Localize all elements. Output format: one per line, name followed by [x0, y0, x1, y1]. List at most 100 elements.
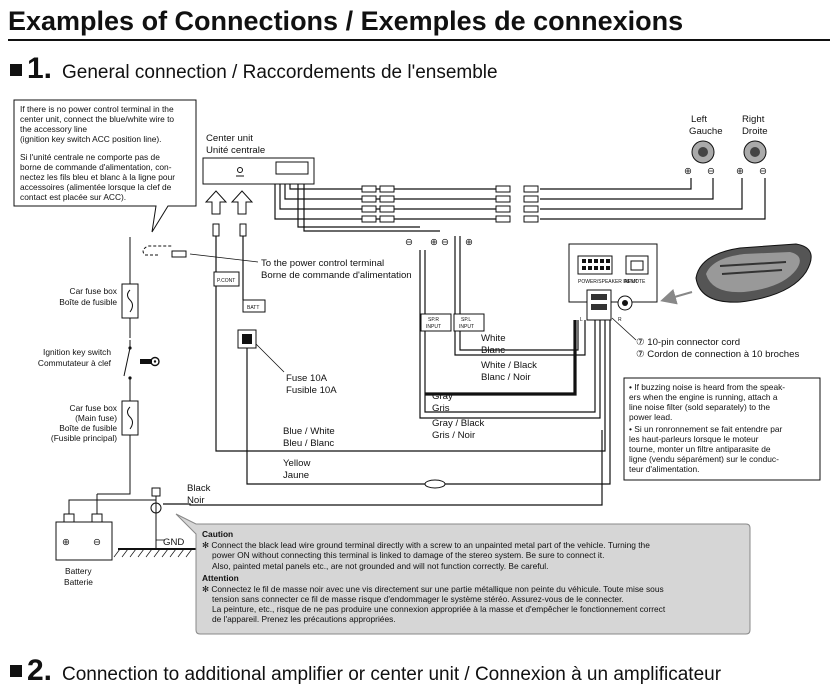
minus-terminal: ⊖	[759, 166, 767, 177]
buzz-note-line: tourne, monter un filtre antiparasite de	[629, 444, 771, 454]
amp-channel-label: R	[618, 317, 622, 323]
note-line: nectez les fils bleu et blanc à la ligne…	[20, 172, 175, 182]
battery-plus: ⊕	[62, 537, 70, 548]
gray-label: Gray	[432, 391, 453, 402]
speaker-wire	[540, 178, 714, 200]
right-speaker-label: Right	[742, 114, 765, 125]
note-line: accessoires (alimentée lorsque la clef d…	[20, 182, 172, 192]
yellow-label: Jaune	[283, 470, 309, 481]
pcont-tag-label: P.CONT	[217, 278, 235, 284]
buzz-note-line: • If buzzing noise is heard from the spe…	[629, 382, 785, 392]
ground-screw-icon	[150, 487, 162, 548]
amp-remote-label: REMOTE	[624, 279, 646, 285]
buzz-note-line: teur d'alimentation.	[629, 464, 700, 474]
fuse-box-label: Boîte de fusible	[59, 297, 117, 307]
note-line: If there is no power control terminal in…	[20, 104, 174, 114]
arrow-up-icon	[204, 190, 228, 215]
black-wire	[163, 430, 603, 506]
fuse-leader	[255, 343, 285, 373]
battery-icon	[55, 465, 156, 561]
key-icon	[140, 356, 160, 367]
pcont-plug	[212, 223, 220, 237]
gray-black-wire	[419, 250, 601, 419]
right-speaker-label: Droite	[742, 126, 768, 137]
buzz-note-line: ligne (vendu séparément) sur le conduc-	[629, 454, 779, 464]
spl-input-label: SP.L	[461, 317, 471, 323]
fuse-box-label: Car fuse box	[70, 286, 118, 296]
fuse-holder	[237, 329, 257, 349]
left-speaker-icon	[691, 140, 715, 164]
chassis-ground	[113, 548, 196, 558]
ignition-switch	[122, 338, 138, 386]
head-wire	[289, 184, 380, 190]
gray-black-label: Gris / Noir	[432, 430, 476, 441]
white-black-label: Blanc / Noir	[481, 372, 531, 383]
section1-number: 1.	[27, 52, 52, 85]
amplifier-unit-icon	[695, 243, 812, 303]
white-label: Blanc	[481, 345, 505, 356]
section2-number: 2.	[27, 654, 52, 687]
ten-pin-connector	[586, 289, 612, 321]
minus-terminal: ⊖	[441, 237, 449, 248]
buzz-note-line: ers when the engine is running, attach a	[629, 392, 778, 402]
note-line: (ignition key switch ACC position line).	[20, 134, 162, 144]
note-line: the accessory line	[20, 124, 87, 134]
note-line: contact est placée sur ACC).	[20, 192, 126, 202]
gray-black-label: Gray / Black	[432, 418, 484, 429]
batt-plug	[239, 223, 247, 237]
gnd-label: GND	[163, 537, 184, 548]
connector-leader	[611, 317, 637, 341]
pcont-tag	[213, 271, 240, 287]
ignition-label: Ignition key switch	[43, 347, 111, 357]
wire-connectors	[361, 185, 539, 223]
right-speaker-icon	[743, 140, 767, 164]
white-black-wire	[459, 236, 579, 351]
head-wire	[303, 184, 440, 232]
attention-line: tension sans connecter ce fil de masse r…	[212, 594, 624, 604]
car-fuse-box	[121, 283, 139, 319]
amp-channel-label: L	[580, 317, 583, 323]
section2-heading: Connection to additional amplifier or ce…	[62, 664, 722, 685]
spl-input-label: INPUT	[459, 324, 474, 330]
white-black-label: White / Black	[481, 360, 537, 371]
buzz-note-line: • Si un ronronnement se fait entendre pa…	[629, 424, 783, 434]
spr-input-tag	[420, 313, 452, 332]
speaker-wire	[540, 178, 692, 190]
battery-label: Batterie	[64, 577, 93, 587]
spl-input-tag	[453, 313, 485, 332]
main-fuse-label: (Fusible principal)	[51, 433, 117, 443]
battery-label: Battery	[65, 566, 92, 576]
yellow-label: Yellow	[283, 458, 310, 469]
blue-white-wire	[215, 286, 606, 452]
caution-heading: Caution	[202, 529, 233, 539]
section1-bullet	[10, 64, 22, 76]
minus-terminal: ⊖	[405, 237, 413, 248]
attention-heading: Attention	[202, 573, 239, 583]
spr-input-label: INPUT	[426, 324, 441, 330]
section1-heading: General connection / Raccordements de l'…	[62, 62, 498, 83]
arrow-up-icon	[230, 190, 254, 215]
page-title: Examples of Connections / Exemples de co…	[8, 6, 683, 36]
attention-line: La peinture, etc., risque de ne pas prod…	[212, 604, 666, 614]
note-line: borne de commande d'alimentation, con-	[20, 162, 172, 172]
plus-terminal: ⊕	[736, 166, 744, 177]
note-box: If there is no power control terminal in…	[13, 99, 197, 233]
batt-tag	[242, 299, 266, 313]
power-control-label: Borne de commande d'alimentation	[261, 270, 412, 281]
amplifier-panel	[568, 243, 658, 311]
section2-bullet	[10, 665, 22, 677]
blue-white-label: Bleu / Blanc	[283, 438, 334, 449]
blue-white-label: Blue / White	[283, 426, 335, 437]
spr-input-label: SP.R	[428, 317, 439, 323]
fuse-label: Fuse 10A	[286, 373, 328, 384]
power-control-label: To the power control terminal	[261, 258, 384, 269]
minus-terminal: ⊖	[707, 166, 715, 177]
head-wire	[279, 184, 380, 210]
connector-cord-label: ⑦ Cordon de connection à 10 broches	[636, 349, 799, 360]
buzz-note-line: les haut-parleurs lorsque le moteur	[629, 434, 759, 444]
plus-terminal: ⊕	[684, 166, 692, 177]
left-speaker-label: Gauche	[689, 126, 723, 137]
batt-tag-label: BATT	[247, 305, 259, 311]
center-unit-label: Unité centrale	[206, 145, 265, 156]
caution-line: Also, painted metal panels etc., are not…	[212, 561, 548, 571]
